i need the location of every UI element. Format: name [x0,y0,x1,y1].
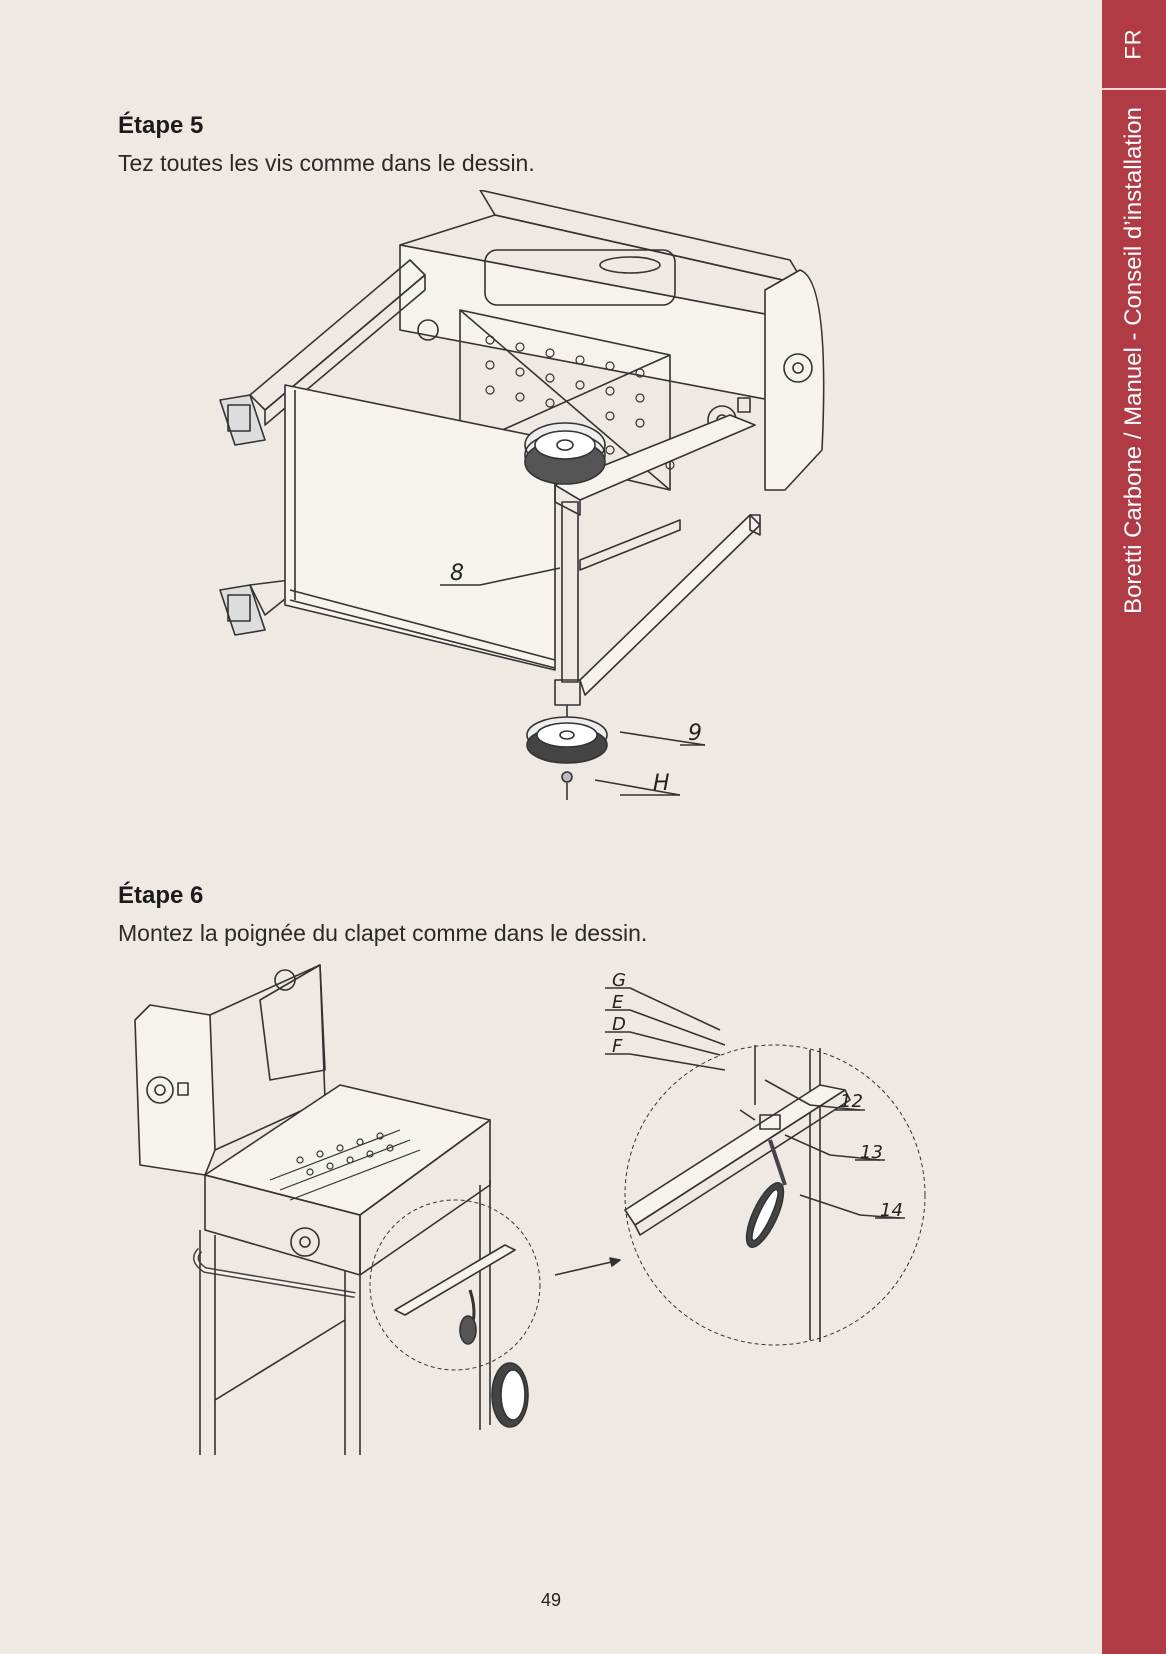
step-6-instruction: Montez la poignée du clapet comme dans l… [118,920,648,946]
callout-H: H [653,771,670,796]
callout-F: F [612,1036,623,1057]
step-5-instruction: Tez toutes les vis comme dans le dessin. [118,150,535,176]
step-6-title: Étape 6 [118,882,204,909]
language-tab: FR [1102,0,1166,88]
sidebar-band: FR Boretti Carbone / Manuel - Conseil d’… [1102,0,1166,1654]
step-5-drawing: 8 9 H [219,190,825,800]
document-title-text: Boretti Carbone / Manuel - Conseil d’ins… [1120,107,1147,614]
callout-14: 14 [880,1200,903,1221]
callout-D: D [612,1014,626,1035]
step-5-title: Étape 5 [118,112,204,139]
callout-8: 8 [450,561,464,586]
callout-E: E [612,992,624,1013]
sidebar-divider [1102,88,1166,90]
page-number: 49 [540,1590,562,1610]
step-6-drawing: G E D F 12 13 14 [134,964,926,1455]
callout-12: 12 [840,1091,863,1112]
callout-13: 13 [860,1142,883,1163]
callout-9: 9 [688,721,702,746]
callout-G: G [612,970,626,991]
language-label: FR [1120,28,1146,60]
